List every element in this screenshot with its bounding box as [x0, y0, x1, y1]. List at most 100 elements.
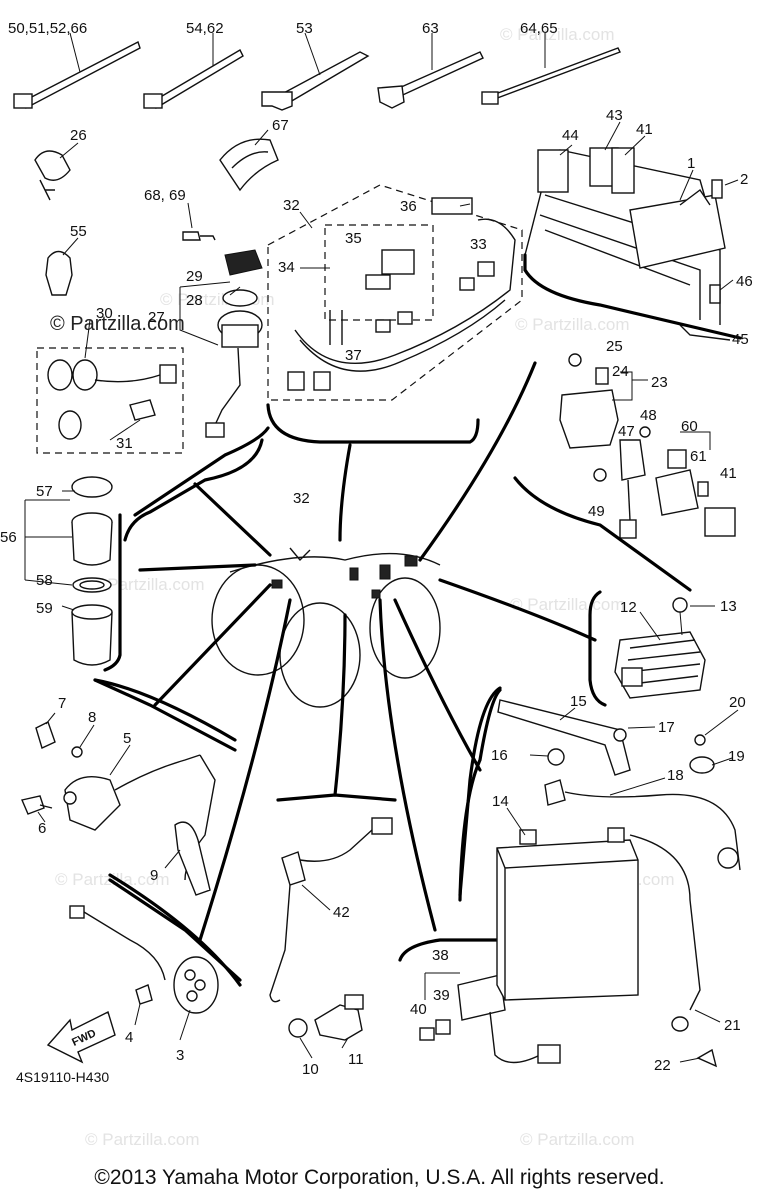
callout-32a: 32	[283, 197, 300, 214]
callout-63: 63	[422, 20, 439, 37]
callout-44: 44	[562, 127, 579, 144]
callout-27: 27	[148, 309, 165, 326]
callout-59: 59	[36, 600, 53, 617]
bracket-regulator	[588, 590, 607, 707]
bracket-harness	[266, 403, 480, 444]
clamp-67	[219, 129, 279, 192]
bracket-battery	[458, 688, 502, 902]
callout-56: 56	[0, 529, 17, 546]
cable-tie-53	[261, 32, 370, 111]
ignition-coil-5	[21, 712, 216, 896]
vehicle-frame-center	[211, 547, 441, 708]
callout-24: 24	[612, 363, 629, 380]
part-47-49	[593, 426, 651, 539]
callout-33: 33	[470, 236, 487, 253]
bracket-relay	[513, 476, 692, 592]
callout-23: 23	[651, 374, 668, 391]
callout-5: 5	[123, 730, 131, 747]
bracket-left-top	[123, 438, 264, 542]
callout-26: 26	[70, 127, 87, 144]
bracket-horn	[108, 873, 242, 987]
relay-group-23	[559, 353, 648, 449]
callout-20: 20	[729, 694, 746, 711]
callout-16: 16	[491, 747, 508, 764]
callout-35: 35	[345, 230, 362, 247]
callout-64: 64,65	[520, 20, 558, 37]
callout-6: 6	[38, 820, 46, 837]
rectifier-regulator-12	[614, 597, 715, 699]
callout-49: 49	[588, 503, 605, 520]
key-68	[182, 202, 216, 241]
callout-13: 13	[720, 598, 737, 615]
figure-code: 4S19110-H430	[16, 1069, 109, 1085]
watermark-dark: © Partzilla.com	[50, 313, 185, 335]
callout-42: 42	[333, 904, 350, 921]
callout-36: 36	[400, 198, 417, 215]
callout-31: 31	[116, 435, 133, 452]
callout-32b: 32	[293, 490, 310, 507]
callout-60: 60	[681, 418, 698, 435]
callout-53: 53	[296, 20, 313, 37]
callout-15: 15	[570, 693, 587, 710]
callout-45: 45	[732, 331, 749, 348]
callout-25: 25	[606, 338, 623, 355]
callout-37: 37	[345, 347, 362, 364]
callout-48: 48	[640, 407, 657, 424]
callout-8: 8	[88, 709, 96, 726]
bracket-upper-right	[523, 253, 742, 340]
callout-12: 12	[620, 599, 637, 616]
wire-harness-32	[267, 184, 523, 401]
callout-58: 58	[36, 572, 53, 589]
callouts: 50,51,52,66 54,62 53 63 64,65 26 6 7 68, …	[0, 20, 753, 1085]
cable-tie-50	[13, 32, 141, 109]
cable-tie-64	[481, 33, 621, 105]
sensor-11	[288, 994, 364, 1059]
bracket-relay38	[398, 938, 502, 962]
callout-50: 50,51,52,66	[8, 20, 87, 37]
bracket-left-mid	[103, 513, 122, 672]
callout-28: 28	[186, 292, 203, 309]
callout-43: 43	[606, 107, 623, 124]
callout-19: 19	[728, 748, 745, 765]
callout-10: 10	[302, 1061, 319, 1078]
callout-55: 55	[70, 223, 87, 240]
callout-41b: 41	[720, 465, 737, 482]
callout-11: 11	[348, 1051, 364, 1068]
callout-41a: 41	[636, 121, 653, 138]
horn-3	[69, 905, 219, 1041]
cable-tie-63	[377, 33, 484, 109]
callout-2: 2	[740, 171, 748, 188]
callout-7: 7	[58, 695, 66, 712]
relay-38	[419, 972, 561, 1064]
callout-61: 61	[690, 448, 707, 465]
callout-40: 40	[410, 1001, 427, 1018]
callout-4: 4	[125, 1029, 133, 1046]
plug-cap-group-30	[36, 319, 184, 454]
watermark: © Partzilla.com	[85, 1130, 200, 1149]
callout-39: 39	[433, 987, 450, 1004]
callout-57: 57	[36, 483, 53, 500]
sensor-42	[269, 817, 393, 1003]
cable-tie-54	[143, 33, 244, 109]
callout-14: 14	[492, 793, 509, 810]
callout-29: 29	[186, 268, 203, 285]
watermark: © Partzilla.com	[510, 595, 625, 614]
ecu-mount-group	[524, 121, 739, 341]
bracket-ignition	[93, 678, 237, 742]
fwd-arrow: FWD	[46, 1011, 116, 1064]
callout-54: 54,62	[186, 20, 224, 37]
callout-21: 21	[724, 1017, 741, 1034]
callout-22: 22	[654, 1057, 671, 1074]
callout-18: 18	[667, 767, 684, 784]
clip-55	[45, 237, 79, 296]
callout-34: 34	[278, 259, 295, 276]
main-switch-27	[179, 249, 263, 438]
callout-68: 68, 69	[144, 187, 186, 204]
battery-14	[496, 699, 741, 1068]
clamp-26	[34, 142, 79, 201]
callout-47: 47	[618, 423, 635, 440]
part-60-61-41	[655, 431, 736, 537]
watermark: © Partzilla.com	[500, 25, 615, 44]
callout-17: 17	[658, 719, 675, 736]
